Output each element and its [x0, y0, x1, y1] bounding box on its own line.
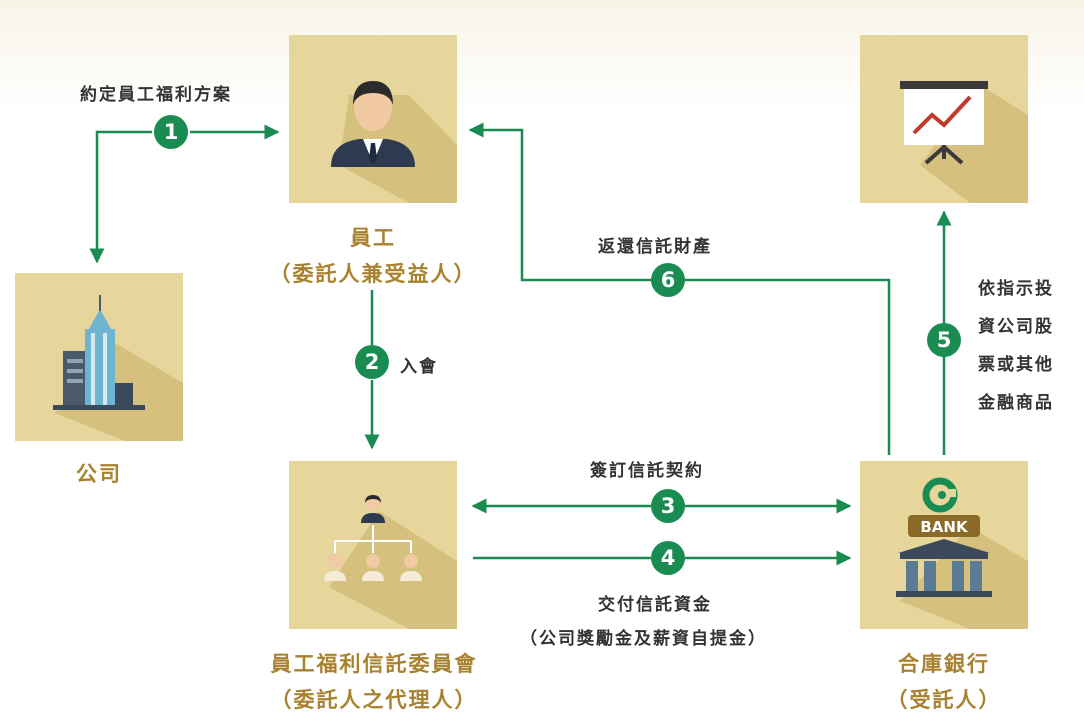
company-name: 公司 [76, 462, 122, 486]
step4-label: 交付信託資金 [598, 595, 712, 615]
step2-label: 入會 [400, 357, 438, 377]
step5-badge: 5 [927, 323, 961, 357]
committee-role: （委託人之代理人） [270, 688, 478, 712]
step6-label: 返還信託財產 [598, 237, 712, 257]
committee-tile [289, 461, 457, 629]
step3-label: 簽訂信託契約 [590, 461, 704, 481]
bank-sign: BANK [920, 518, 969, 536]
bank-tile: BANK [860, 461, 1028, 629]
committee-name: 員工福利信託委員會 [270, 652, 478, 676]
arrow-step6 [468, 122, 891, 455]
step5-line-1: 依指示投 [978, 279, 1054, 299]
employee-role: （委託人兼受益人） [269, 262, 477, 286]
businessman-icon [331, 81, 457, 203]
step5-line-2: 資公司股 [978, 317, 1054, 337]
org-chart-icon [324, 495, 457, 629]
employee-name: 員工 [350, 226, 396, 250]
presentation-chart-icon [900, 81, 1028, 203]
step3-badge: 3 [651, 489, 685, 523]
step2-badge: 2 [355, 345, 389, 379]
step4-badge: 4 [651, 541, 685, 575]
step5-line-3: 票或其他 [978, 355, 1054, 375]
company-tile [15, 273, 183, 441]
step1-badge: 1 [154, 115, 188, 149]
arrow-step1-to-company [89, 130, 152, 264]
bank-role: （受託人） [886, 688, 1002, 712]
building-icon [53, 295, 183, 441]
step1-label: 約定員工福利方案 [80, 85, 232, 105]
investment-tile [860, 35, 1028, 203]
bank-building-icon: BANK [896, 477, 1028, 629]
bank-name: 合庫銀行 [898, 652, 990, 676]
employee-tile [289, 35, 457, 203]
step5-line-4: 金融商品 [978, 393, 1054, 413]
step4-sublabel: （公司獎勵金及薪資自提金） [520, 629, 767, 649]
step6-badge: 6 [651, 263, 685, 297]
